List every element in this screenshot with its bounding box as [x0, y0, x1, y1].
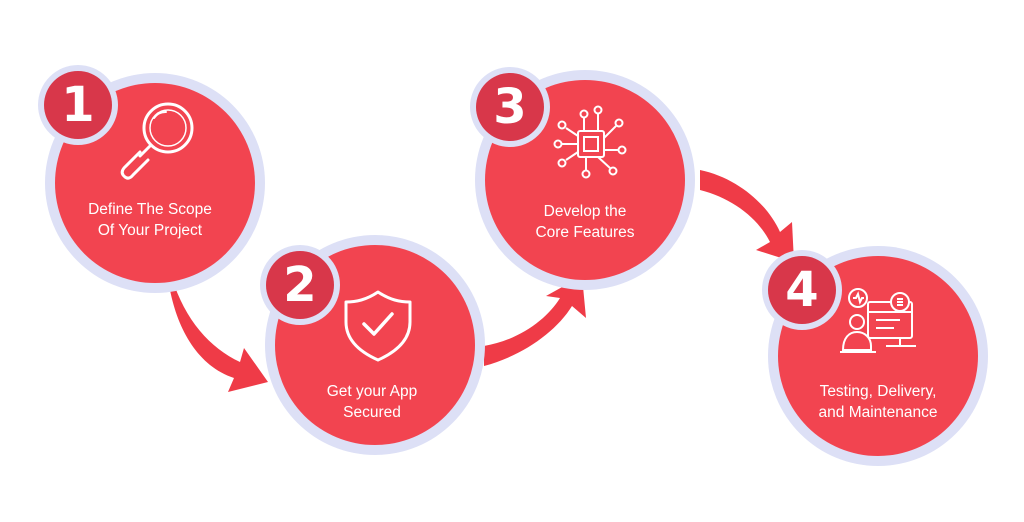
step-4-number: 4	[785, 262, 819, 318]
step-2-label: Get your App Secured	[277, 381, 467, 423]
step-2-number: 2	[283, 257, 317, 313]
shield-check-icon	[344, 290, 412, 362]
step-3-label-line2: Core Features	[535, 224, 635, 241]
step-2-label-line2: Secured	[343, 404, 401, 421]
step-1-number: 1	[61, 77, 95, 133]
step-1-label: Define The Scope Of Your Project	[55, 199, 245, 241]
step-1-label-line1: Define The Scope	[88, 201, 212, 218]
step-4-label-line2: and Maintenance	[818, 404, 938, 421]
arrow-1-to-2	[170, 278, 268, 392]
step-3-label-line1: Develop the	[543, 203, 627, 220]
arrow-2-to-3	[484, 276, 586, 366]
step-1-circle	[38, 65, 265, 293]
step-2-circle	[260, 235, 485, 455]
support-desk-icon	[840, 288, 916, 353]
circuit-chip-icon	[553, 105, 627, 179]
magnifier-icon	[120, 102, 194, 180]
step-3-label: Develop the Core Features	[490, 201, 680, 243]
step-2-label-line1: Get your App	[326, 383, 418, 400]
step-4-label-line1: Testing, Delivery,	[819, 383, 937, 400]
step-1-label-line2: Of Your Project	[97, 222, 203, 239]
step-4-label: Testing, Delivery, and Maintenance	[783, 381, 973, 423]
step-3-circle	[470, 67, 695, 290]
step-3-number: 3	[493, 79, 527, 135]
step-4-circle	[762, 246, 988, 466]
arrow-3-to-4	[700, 170, 794, 262]
